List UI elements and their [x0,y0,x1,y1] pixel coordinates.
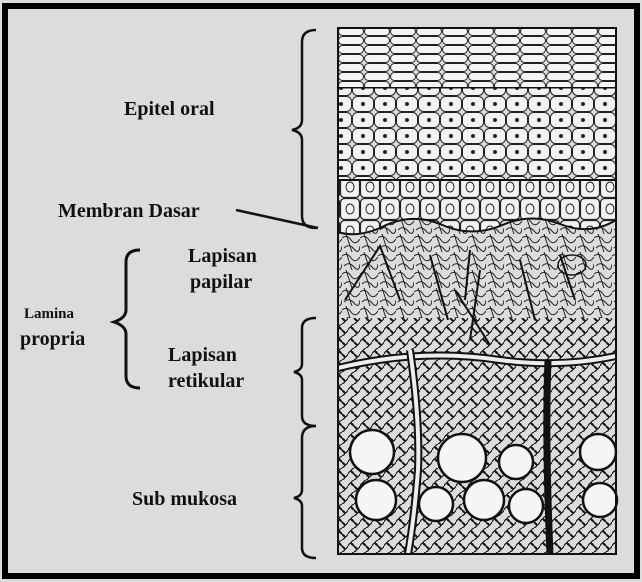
label-sub-mukosa: Sub mukosa [132,488,237,510]
label-membran-dasar: Membran Dasar [58,200,200,222]
lamina-bracket [294,318,316,426]
lamina-propria-bracket [114,250,140,388]
label-lapisan-papilar-1: Lapisan [188,245,257,267]
label-lapisan-retikular-1: Lapisan [168,344,237,366]
superficial-epithelium [338,28,616,88]
tissue-illustration [338,28,617,554]
label-epitel-oral: Epitel oral [124,98,215,120]
label-propria: propria [20,328,85,350]
label-lamina: Lamina [24,303,74,325]
reticular-layer [338,318,616,426]
membran-dasar-pointer [236,210,318,228]
label-lapisan-retikular-2: retikular [168,370,244,392]
basal-layer [338,180,616,234]
layer-brackets [236,30,318,558]
spinous-layer [338,88,616,180]
epithelium-bracket [292,30,316,228]
label-lapisan-papilar-2: papilar [190,271,252,293]
submucosa-bracket [294,426,316,558]
papillary-layer [338,218,616,318]
